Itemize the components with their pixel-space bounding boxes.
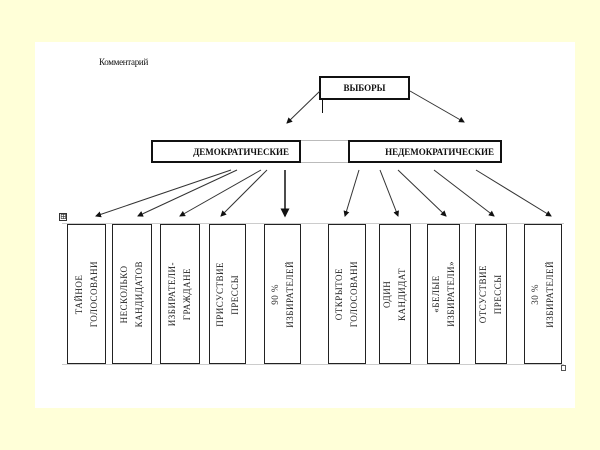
category-democratic-label: ДЕМОКРАТИЧЕСКИЕ (193, 146, 289, 157)
leaf-box-d4: 90 %ИЗБИРАТЕЛЕЙ (264, 224, 301, 364)
table-cell-connector (301, 140, 348, 163)
category-nondemocratic: НЕДЕМОКРАТИЧЕСКИЕ (348, 140, 502, 163)
leaf-text: 30 %ИЗБИРАТЕЛЕЙ (530, 260, 555, 328)
table-resize-handle-icon[interactable] (561, 365, 566, 371)
leaf-text: 90 %ИЗБИРАТЕЛЕЙ (269, 260, 295, 328)
leaf-box-n4: 30 %ИЗБИРАТЕЛЕЙ (524, 224, 562, 364)
category-democratic: ДЕМОКРАТИЧЕСКИЕ (151, 140, 301, 163)
table-move-handle-icon[interactable]: ⊞ (59, 212, 67, 221)
root-node-elections: ВЫБОРЫ (319, 76, 410, 100)
root-node-label: ВЫБОРЫ (343, 83, 386, 93)
category-nondemocratic-label: НЕДЕМОКРАТИЧЕСКИЕ (385, 146, 494, 157)
cursor-mark (322, 100, 323, 113)
comment-label: Комментарий (99, 57, 148, 67)
leaf-box-d2: ИЗБИРАТЕЛИ-ГРАЖДАНЕ (160, 224, 200, 364)
table-gridline-bottom (62, 364, 564, 365)
leaf-text: ИЗБИРАТЕЛИ-ГРАЖДАНЕ (167, 261, 192, 327)
table-gridline-top (62, 223, 564, 224)
